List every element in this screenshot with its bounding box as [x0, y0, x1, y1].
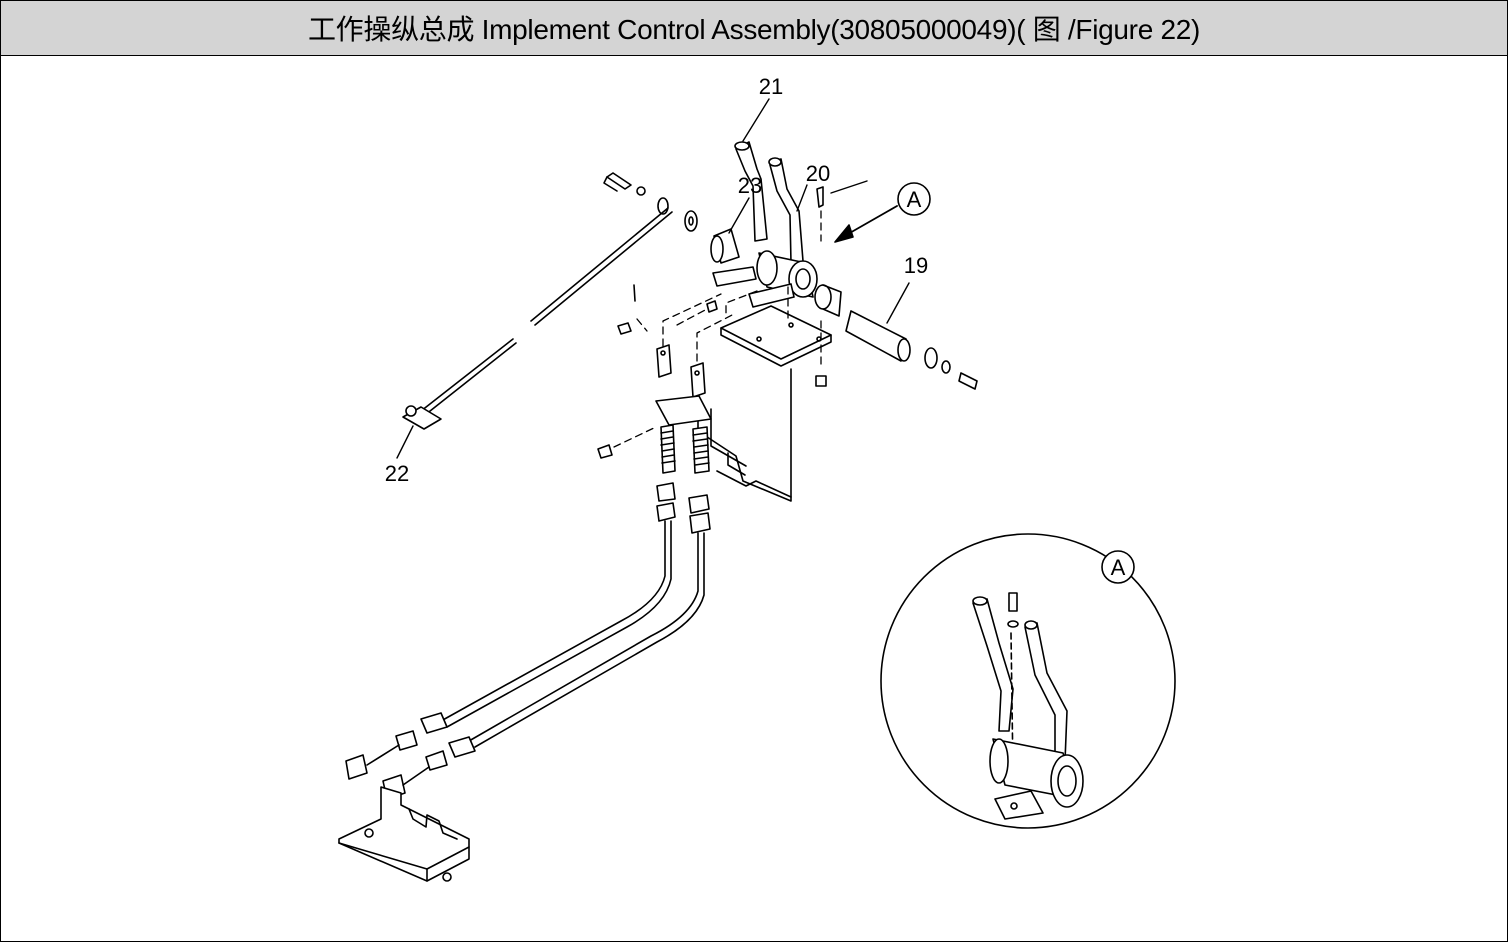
bolt: [958, 372, 978, 390]
detail-arrow: [834, 205, 898, 243]
mounting-plate: [720, 305, 832, 367]
detail-marker-a: [897, 182, 931, 216]
cable-clevis-left: [656, 344, 672, 378]
shaft-19: [845, 310, 911, 362]
flex-cable-right: [468, 532, 705, 748]
bolt: [603, 172, 632, 192]
callout-23: 23: [738, 173, 762, 198]
figure-title: 工作操纵总成 Implement Control Assembly(308050…: [307, 14, 1201, 45]
cable-thread-right: [692, 426, 710, 474]
lower-bracket: [338, 786, 470, 882]
control-rod: [420, 207, 673, 416]
callout-22: 22: [385, 461, 409, 486]
callout-19: 19: [904, 253, 928, 278]
leader-lines: [396, 98, 910, 459]
support-bracket: [697, 368, 792, 502]
nut: [706, 300, 718, 313]
cable-fitting-right: [688, 494, 711, 534]
lever-arm: [748, 283, 795, 308]
bushing-right: [814, 284, 842, 317]
washer: [924, 347, 938, 369]
callout-21: 21: [759, 74, 783, 99]
cable-bracket: [655, 395, 712, 426]
lock-washer: [941, 360, 951, 374]
control-lever-left: [734, 141, 768, 242]
lever-arm: [712, 266, 757, 287]
detail-view-a: [880, 533, 1176, 829]
title-bar: 工作操纵总成 Implement Control Assembly(308050…: [1, 1, 1507, 56]
detail-label-a: A: [1111, 555, 1126, 580]
assembly-guide-lines: [613, 210, 822, 448]
cable-end-left: [345, 712, 448, 780]
bolt-20: [816, 186, 824, 208]
ball-joint-22: [402, 405, 442, 430]
cable-clevis-right: [690, 362, 706, 398]
pivot-housing: [756, 250, 818, 298]
callout-20: 20: [806, 161, 830, 186]
bushing-23: [710, 228, 740, 264]
cotter-pin: [633, 284, 636, 302]
flex-cable-left: [440, 520, 672, 728]
detail-label-a-main: A: [907, 187, 922, 212]
lock-washer: [636, 186, 646, 196]
cable-thread-left: [660, 424, 676, 474]
bolt: [597, 322, 632, 459]
cable-fitting-left: [656, 482, 676, 522]
exploded-view-drawing: 21 23 20 19 22 A: [338, 74, 1176, 882]
